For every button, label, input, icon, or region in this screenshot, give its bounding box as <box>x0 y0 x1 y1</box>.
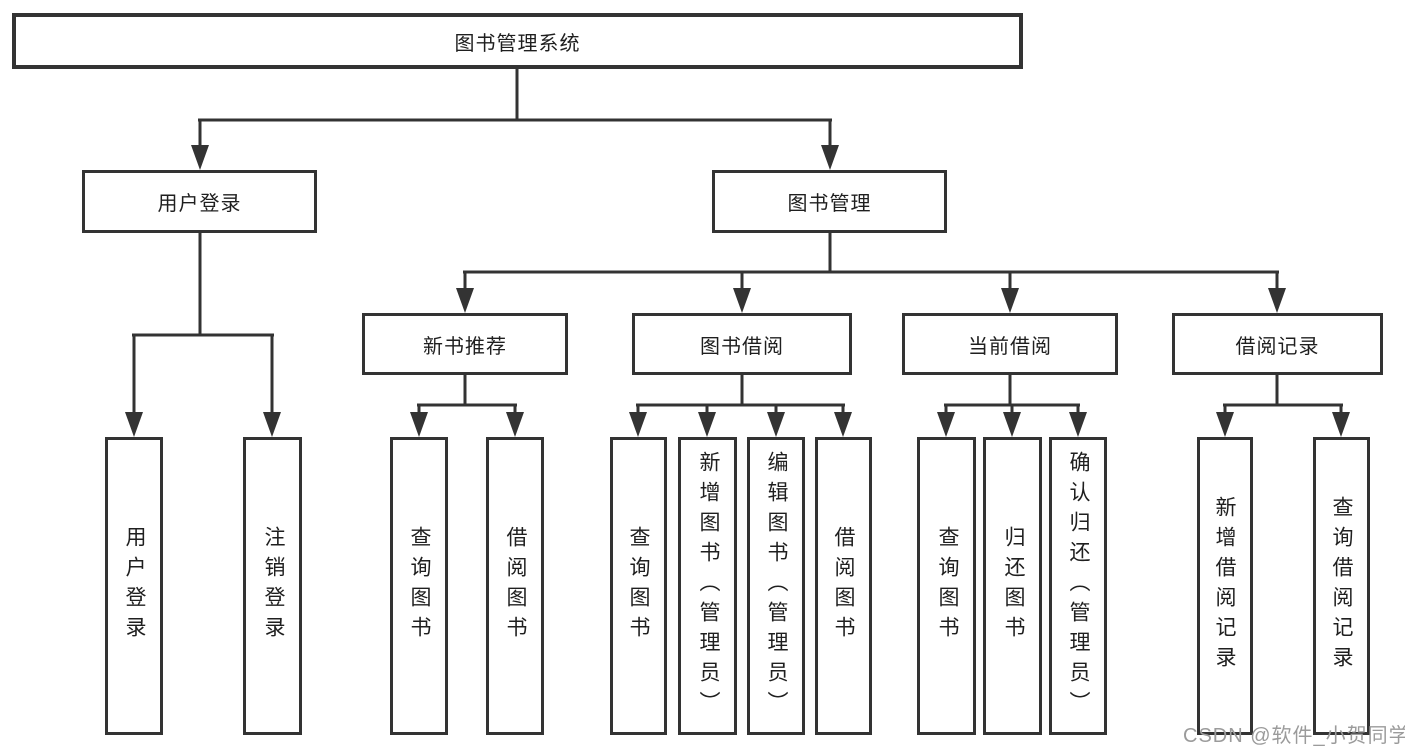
node-borrowing-records: 借阅记录 <box>1172 313 1383 375</box>
node-user-login: 用户登录 <box>82 170 317 233</box>
leaf-query-books-current: 查询图书 <box>917 437 976 735</box>
leaf-borrow-books-recommend: 借阅图书 <box>486 437 544 735</box>
connector-borrowing-records-children <box>1216 375 1350 437</box>
leaf-return-books: 归还图书 <box>983 437 1042 735</box>
watermark-text: CSDN @软件_小贺同学 <box>1183 725 1405 747</box>
node-new-book-recommendation: 新书推荐 <box>362 313 568 375</box>
leaf-query-borrow-record: 查询借阅记录 <box>1313 437 1370 735</box>
connector-root-to-level2 <box>191 69 839 170</box>
leaf-confirm-return-admin: 确认归还（管理员） <box>1049 437 1107 735</box>
leaf-edit-books-admin: 编辑图书（管理员） <box>747 437 805 735</box>
leaf-query-books-borrowing: 查询图书 <box>610 437 667 735</box>
leaf-add-borrow-record: 新增借阅记录 <box>1197 437 1253 735</box>
connector-book-management-children <box>456 233 1286 313</box>
connector-current-borrowing-children <box>937 375 1087 437</box>
leaf-query-books-recommend: 查询图书 <box>390 437 448 735</box>
connector-user-login-children <box>125 233 281 437</box>
leaf-add-books-admin: 新增图书（管理员） <box>678 437 737 735</box>
leaf-user-login: 用户登录 <box>105 437 163 735</box>
node-book-borrowing: 图书借阅 <box>632 313 852 375</box>
leaf-borrow-books: 借阅图书 <box>815 437 872 735</box>
node-root-system: 图书管理系统 <box>12 13 1023 69</box>
node-current-borrowing: 当前借阅 <box>902 313 1118 375</box>
node-book-management: 图书管理 <box>712 170 947 233</box>
connector-book-borrowing-children <box>629 375 852 437</box>
leaf-logout: 注销登录 <box>243 437 302 735</box>
connector-new-book-recommendation-children <box>410 375 524 437</box>
